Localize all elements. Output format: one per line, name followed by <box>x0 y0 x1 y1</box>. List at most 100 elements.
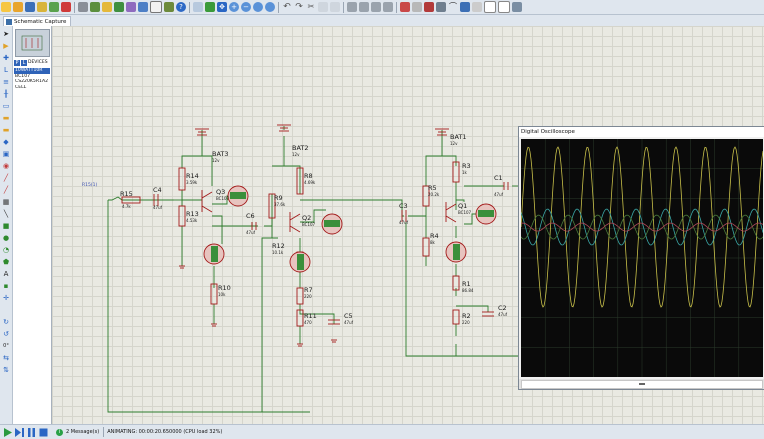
3d-icon[interactable] <box>138 2 148 12</box>
graph-icon[interactable]: ◆ <box>3 138 9 146</box>
r10-label: R10 <box>218 284 231 292</box>
stop-button[interactable] <box>39 428 48 437</box>
close-icon[interactable] <box>37 2 47 12</box>
make-device-icon[interactable] <box>412 2 422 12</box>
step-button[interactable] <box>15 427 24 437</box>
status-bar: i 2 Message(s) ANIMATING: 00:00:20.65000… <box>0 424 764 439</box>
print-icon[interactable] <box>78 2 88 12</box>
r2-label: R2 <box>462 312 471 320</box>
voltage-probe-icon[interactable]: ╱ <box>3 174 9 182</box>
text-script-icon[interactable]: ≡ <box>3 78 9 86</box>
circle-icon[interactable]: ● <box>2 234 10 242</box>
wire-autoroute-icon[interactable]: ⌒ <box>449 2 457 11</box>
open-icon[interactable] <box>13 2 23 12</box>
box-icon[interactable]: ■ <box>2 222 10 230</box>
tab-schematic-capture[interactable]: Schematic Capture <box>3 16 72 26</box>
zoom-all-icon[interactable] <box>253 2 263 12</box>
property-icon[interactable] <box>472 2 482 12</box>
subcircuit-icon[interactable]: ▭ <box>2 102 10 110</box>
paste-icon[interactable] <box>330 2 340 12</box>
copy-icon[interactable] <box>318 2 328 12</box>
pick-icon[interactable] <box>400 2 410 12</box>
symbol-icon[interactable]: ▪ <box>3 282 9 290</box>
r10-value: 10k <box>218 292 226 297</box>
new-sheet-icon[interactable] <box>484 1 496 13</box>
block-delete-icon[interactable] <box>383 2 393 12</box>
arc-icon[interactable]: ◔ <box>2 246 10 254</box>
r12-label: R12 <box>272 242 285 250</box>
junction-icon[interactable]: ✚ <box>3 54 9 62</box>
device-list-item[interactable]: CELL <box>15 84 27 90</box>
exit-icon[interactable] <box>512 2 522 12</box>
c1-value: 47uf <box>494 192 504 197</box>
bom-icon[interactable] <box>150 1 162 13</box>
print-setup-icon[interactable] <box>90 2 100 12</box>
pause-button[interactable] <box>27 427 36 437</box>
device-list-item[interactable]: BC107 <box>15 73 31 79</box>
device-list-item[interactable]: CS220K5R1A2 <box>15 79 49 85</box>
gerber-icon[interactable] <box>126 2 136 12</box>
rotate-ccw-icon[interactable]: ↺ <box>3 330 9 338</box>
new-icon[interactable] <box>1 2 11 12</box>
zoom-in-icon[interactable]: + <box>229 2 239 12</box>
export-icon[interactable] <box>61 2 71 12</box>
generator-icon[interactable]: ◉ <box>2 162 10 170</box>
undo-icon[interactable]: ↶ <box>283 2 291 12</box>
redo-icon[interactable]: ↷ <box>295 2 303 12</box>
component-mode-icon[interactable]: ▶ <box>3 42 9 50</box>
import-icon[interactable] <box>49 2 59 12</box>
block-move-icon[interactable] <box>359 2 369 12</box>
search-icon[interactable] <box>460 2 470 12</box>
mirror-y-icon[interactable]: ⇅ <box>3 366 9 374</box>
line-icon[interactable]: ╲ <box>3 210 9 218</box>
text-icon[interactable]: A <box>3 270 9 278</box>
pan-icon[interactable]: ✥ <box>217 2 227 12</box>
r13-label: R13 <box>186 210 199 218</box>
block-rotate-icon[interactable] <box>371 2 381 12</box>
grid-icon[interactable] <box>193 2 203 12</box>
oscilloscope-window[interactable]: Digital Oscilloscope <box>518 126 764 390</box>
save-icon[interactable] <box>25 2 35 12</box>
message-icon[interactable]: i <box>56 428 63 436</box>
oscilloscope-title: Digital Oscilloscope <box>519 127 764 137</box>
bat1-label: BAT1 <box>450 133 467 141</box>
pick-library-bar: P L DEVICES <box>14 59 50 66</box>
package-icon[interactable] <box>424 2 434 12</box>
bus-icon[interactable]: ╫ <box>3 90 9 98</box>
source-icon[interactable] <box>164 2 174 12</box>
origin-icon[interactable] <box>205 2 215 12</box>
terminal-icon[interactable]: ▬ <box>2 114 10 122</box>
r4-value: 8k <box>430 240 436 245</box>
c6-label: C6 <box>246 212 255 220</box>
mirror-x-icon[interactable]: ⇆ <box>3 354 9 362</box>
wire-label-icon[interactable]: L <box>4 66 8 74</box>
tape-recorder-icon[interactable]: ▣ <box>2 150 10 158</box>
library-manager-button[interactable]: L <box>21 59 27 66</box>
device-list-item[interactable]: 10WATT10R <box>14 68 50 74</box>
play-button[interactable] <box>3 427 12 437</box>
path-icon[interactable]: ⬟ <box>2 258 10 266</box>
selection-mode-icon[interactable]: ➤ <box>3 30 9 38</box>
virtual-instrument-icon[interactable]: ▦ <box>2 198 10 206</box>
block-copy-icon[interactable] <box>347 2 357 12</box>
remove-sheet-icon[interactable] <box>498 1 510 13</box>
help-icon[interactable]: ? <box>176 2 186 12</box>
rotate-cw-icon[interactable]: ↻ <box>3 318 9 326</box>
decompose-icon[interactable] <box>436 2 446 12</box>
current-probe-icon[interactable]: ╱ <box>3 186 9 194</box>
overview-preview[interactable] <box>15 29 50 57</box>
pcb-icon[interactable] <box>114 2 124 12</box>
rotation-angle[interactable]: 0° <box>3 343 9 349</box>
zoom-out-icon[interactable]: − <box>241 2 251 12</box>
message-count[interactable]: 2 Message(s) <box>66 429 100 435</box>
cut-icon[interactable]: ✂ <box>307 2 315 11</box>
scrollbar-thumb[interactable] <box>639 383 645 385</box>
oscilloscope-scrollbar[interactable] <box>521 380 763 389</box>
pick-devices-button[interactable]: P <box>14 59 20 66</box>
step-icon <box>15 427 24 437</box>
schematic-icon[interactable] <box>102 2 112 12</box>
marker-icon[interactable]: ✛ <box>3 294 9 302</box>
device-pin-icon[interactable]: ▬ <box>2 126 10 134</box>
r14-label: R14 <box>186 172 199 180</box>
zoom-area-icon[interactable] <box>265 2 275 12</box>
